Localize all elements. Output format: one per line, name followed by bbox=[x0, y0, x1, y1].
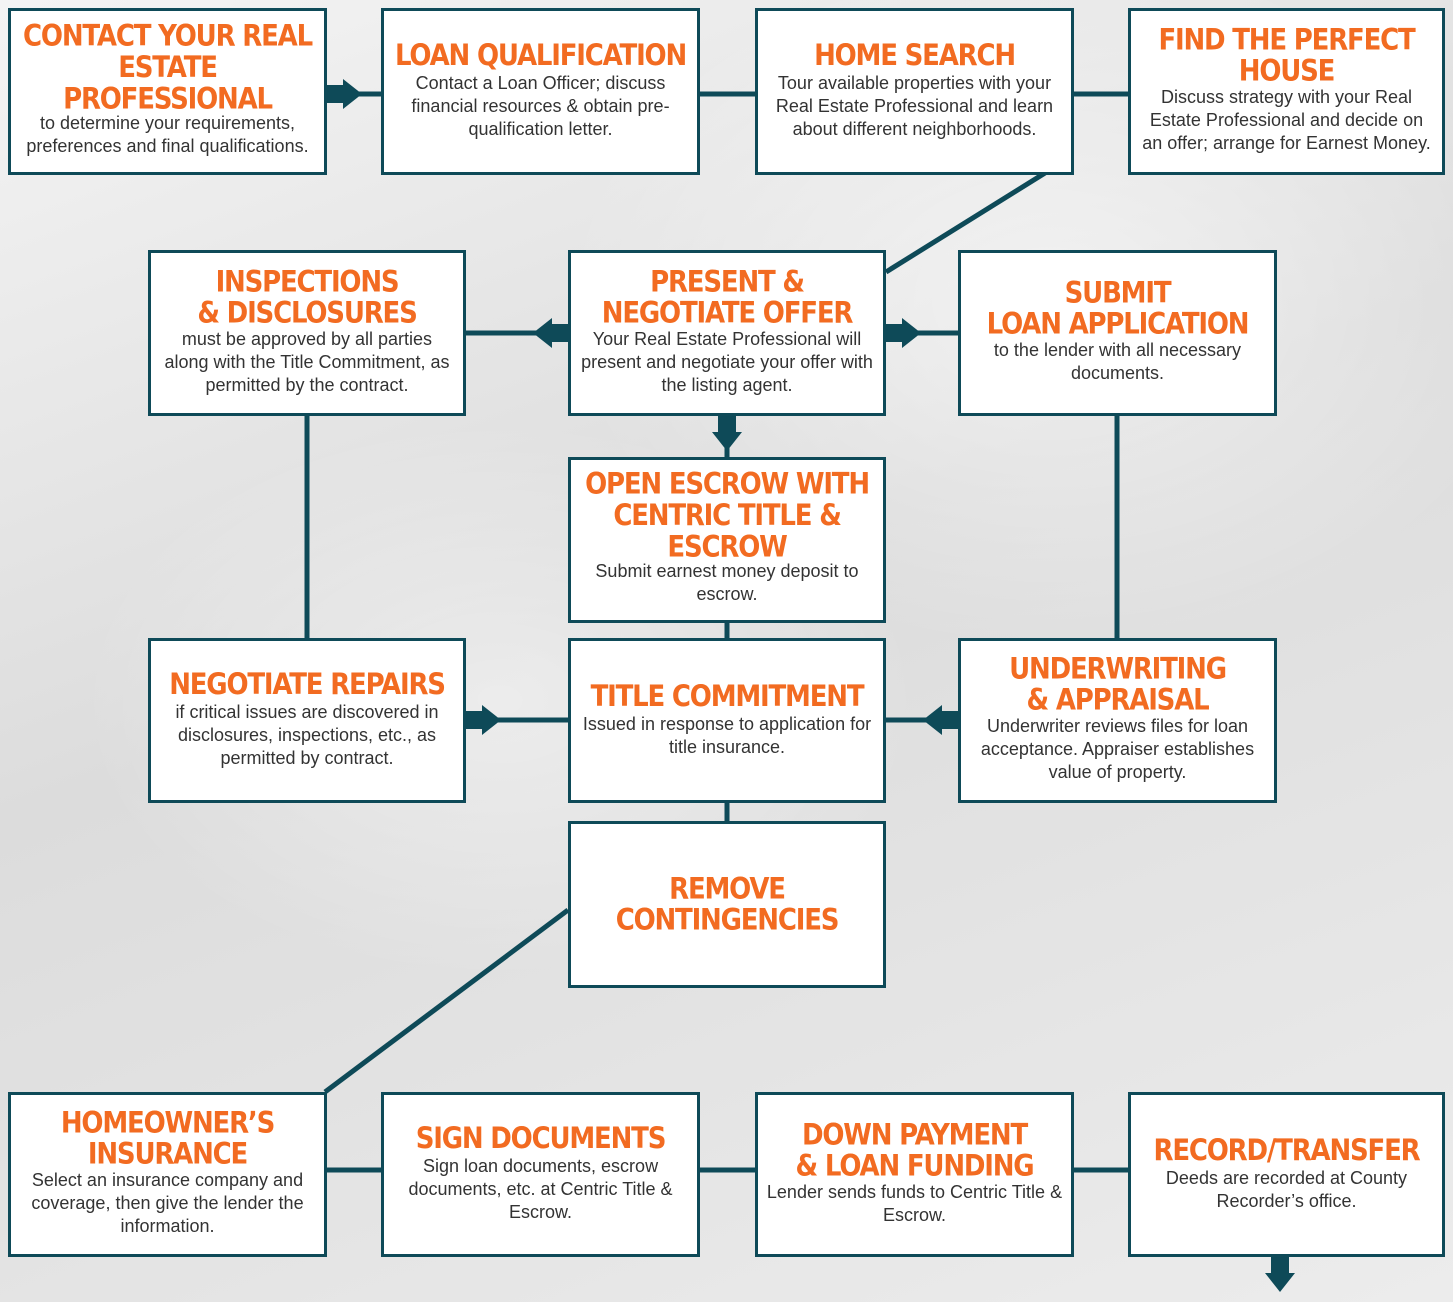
step-title: UNDERWRITING & APPRAISAL bbox=[1009, 652, 1227, 718]
step-sign-documents: SIGN DOCUMENTS Sign loan documents, escr… bbox=[381, 1092, 700, 1257]
arrow-icon bbox=[712, 416, 742, 451]
step-present-offer: PRESENT & NEGOTIATE OFFER Your Real Esta… bbox=[568, 250, 886, 416]
step-description: Contact a Loan Officer; discuss financia… bbox=[411, 73, 670, 139]
step-title: DOWN PAYMENT & LOAN FUNDING bbox=[795, 1118, 1035, 1183]
arrow-icon bbox=[886, 318, 921, 348]
step-title: RECORD/TRANSFER bbox=[1153, 1133, 1421, 1168]
connector-line bbox=[884, 170, 1047, 275]
step-description: Lender sends funds to Centric Title & Es… bbox=[766, 1181, 1063, 1225]
step-title: SIGN DOCUMENTS bbox=[415, 1122, 667, 1156]
step-title: SUBMIT LOAN APPLICATION bbox=[986, 276, 1250, 342]
step-description: to determine your requirements, preferen… bbox=[26, 112, 309, 156]
step-underwriting: UNDERWRITING & APPRAISAL Underwriter rev… bbox=[958, 638, 1277, 803]
step-title-commitment: TITLE COMMITMENT Issued in response to a… bbox=[568, 638, 886, 803]
step-down-payment: DOWN PAYMENT & LOAN FUNDING Lender sends… bbox=[755, 1092, 1074, 1257]
step-description: Tour available properties with your Real… bbox=[775, 73, 1054, 139]
step-find-house: FIND THE PERFECT HOUSE Discuss strategy … bbox=[1128, 8, 1445, 175]
arrow-icon bbox=[1265, 1257, 1295, 1292]
step-title: CONTACT YOUR REAL ESTATE PROFESSIONAL bbox=[23, 19, 313, 116]
step-description: Underwriter reviews files for loan accep… bbox=[980, 716, 1255, 782]
step-description: Deeds are recorded at County Recorder’s … bbox=[1165, 1167, 1408, 1211]
step-title: HOME SEARCH bbox=[814, 39, 1016, 73]
step-open-escrow: OPEN ESCROW WITH CENTRIC TITLE & ESCROW … bbox=[568, 457, 886, 623]
step-title: PRESENT & NEGOTIATE OFFER bbox=[601, 265, 854, 330]
step-description: Submit earnest money deposit to escrow. bbox=[595, 561, 859, 604]
step-description: if critical issues are discovered in dis… bbox=[175, 702, 439, 768]
step-inspections: INSPECTIONS & DISCLOSURES must be approv… bbox=[148, 250, 466, 416]
step-title: OPEN ESCROW WITH CENTRIC TITLE & ESCROW bbox=[585, 467, 870, 565]
step-title: REMOVE CONTINGENCIES bbox=[615, 872, 840, 937]
arrow-icon bbox=[466, 705, 501, 735]
step-loan-qualification: LOAN QUALIFICATION Contact a Loan Office… bbox=[381, 8, 700, 175]
step-title: NEGOTIATE REPAIRS bbox=[169, 668, 446, 702]
step-negotiate-repairs: NEGOTIATE REPAIRS if critical issues are… bbox=[148, 638, 466, 803]
arrow-icon bbox=[533, 318, 568, 348]
step-remove-contingencies: REMOVE CONTINGENCIES bbox=[568, 821, 886, 988]
step-record-transfer: RECORD/TRANSFER Deeds are recorded at Co… bbox=[1128, 1092, 1445, 1257]
step-home-search: HOME SEARCH Tour available properties wi… bbox=[755, 8, 1074, 175]
arrow-icon bbox=[923, 705, 958, 735]
step-title: HOMEOWNER’S INSURANCE bbox=[60, 1106, 275, 1172]
step-submit-loan: SUBMIT LOAN APPLICATION to the lender wi… bbox=[958, 250, 1277, 416]
step-title: INSPECTIONS & DISCLOSURES bbox=[197, 265, 417, 330]
step-description: Your Real Estate Professional will prese… bbox=[581, 328, 873, 395]
step-title: LOAN QUALIFICATION bbox=[394, 39, 687, 73]
step-description: Select an insurance company and coverage… bbox=[31, 1170, 304, 1236]
step-homeowners-insurance: HOMEOWNER’S INSURANCE Select an insuranc… bbox=[8, 1092, 327, 1257]
step-description: must be approved by all parties along wi… bbox=[164, 328, 450, 395]
arrow-icon bbox=[327, 79, 362, 109]
step-contact: CONTACT YOUR REAL ESTATE PROFESSIONAL to… bbox=[8, 8, 327, 175]
step-title: FIND THE PERFECT HOUSE bbox=[1158, 23, 1415, 89]
step-description: Discuss strategy with your Real Estate P… bbox=[1142, 87, 1431, 153]
connector-line bbox=[323, 907, 570, 1095]
step-description: Sign loan documents, escrow documents, e… bbox=[408, 1156, 673, 1222]
step-description: Issued in response to application for ti… bbox=[582, 713, 872, 757]
step-title: TITLE COMMITMENT bbox=[590, 679, 865, 714]
step-description: to the lender with all necessary documen… bbox=[993, 340, 1242, 383]
